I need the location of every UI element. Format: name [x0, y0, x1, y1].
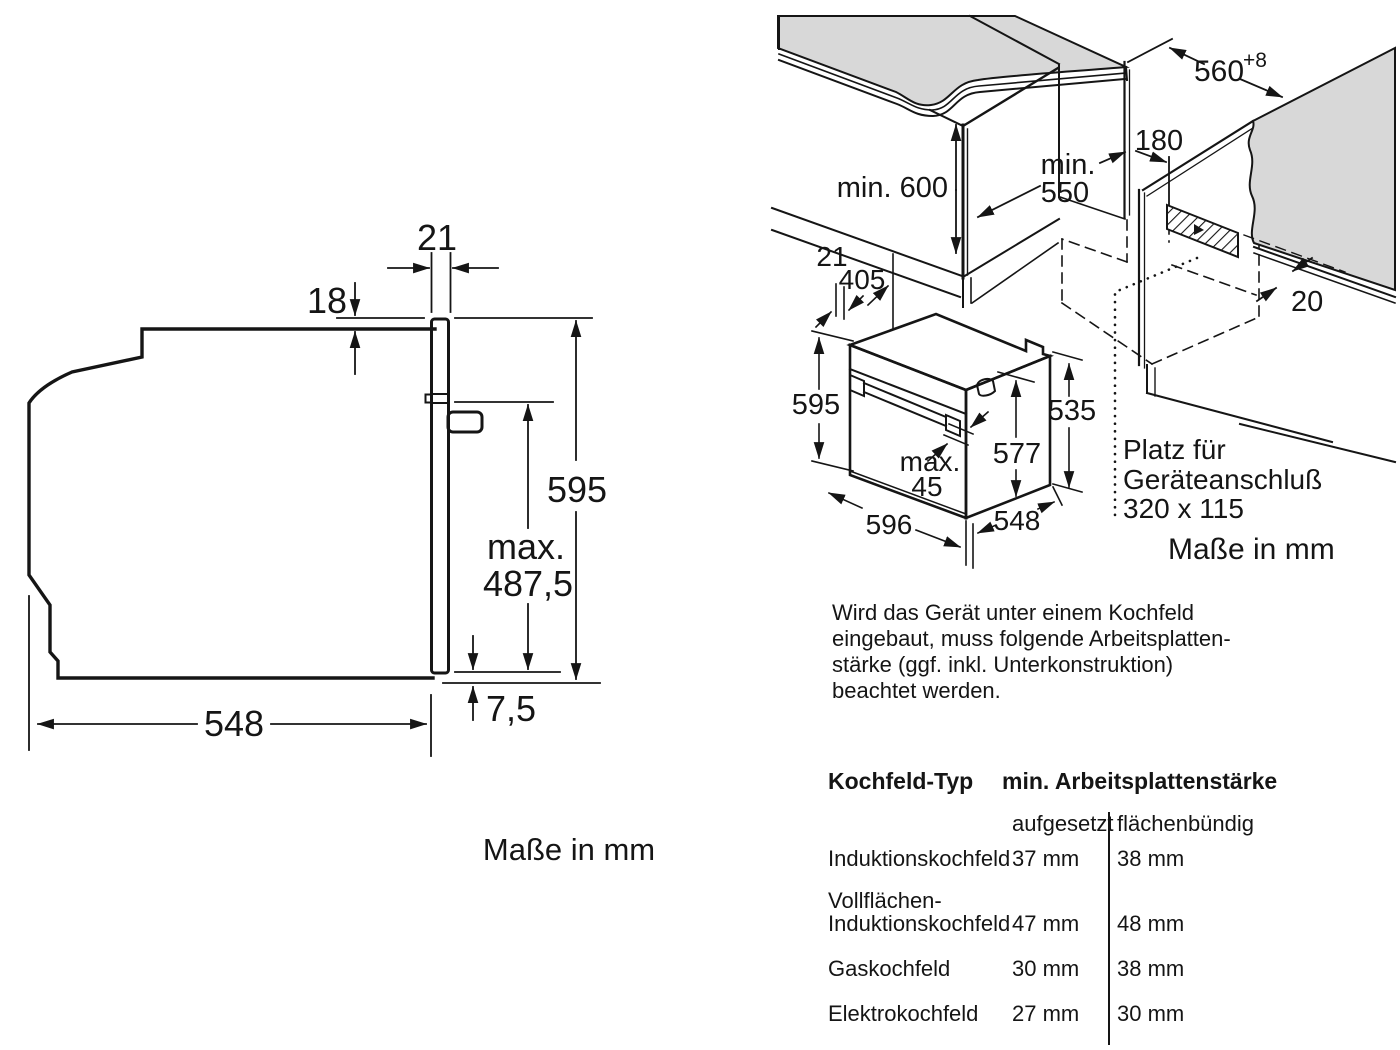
dim-max-label: max. [487, 526, 565, 567]
table-row-name: Vollflächen- [828, 888, 942, 913]
oven-handle [849, 373, 961, 438]
table-subheader-aufgesetzt: aufgesetzt [1012, 811, 1114, 836]
dim-oven-595-label: 595 [792, 389, 840, 421]
dim-max45-label1: max. [900, 446, 961, 477]
table-row-name: Induktionskochfeld [828, 846, 1011, 871]
worktop-note-line: beachtet werden. [832, 678, 1001, 703]
dim-oven-21-405 [814, 253, 894, 329]
table-row-value: 27 mm [1012, 1001, 1080, 1026]
dim-548-label: 548 [204, 703, 264, 744]
dim-min550-label1: min. [1041, 149, 1096, 181]
dim-560 [1126, 37, 1284, 99]
dim-oven-577-label: 577 [993, 438, 1041, 470]
niche-hidden-edges [1060, 171, 1261, 366]
table-subheader-flaechenbuendig: flächenbündig [1117, 811, 1255, 836]
table-row-name: Gaskochfeld [828, 956, 951, 981]
dim-oven-596-label: 596 [866, 509, 913, 540]
dim-oven-548 [976, 485, 1064, 535]
connection-field-hatched [1166, 203, 1239, 259]
connection-dotted-leader [1113, 256, 1199, 519]
table-row-value: 38 mm [1117, 846, 1185, 871]
dim-548 [28, 595, 432, 757]
dim-487-5-label: 487,5 [483, 563, 573, 604]
dim-max45-label2: 45 [911, 471, 942, 502]
side-view-caption: Maße in mm [483, 832, 655, 867]
left-worktop-surface [777, 15, 1130, 107]
table-row-value: 38 mm [1117, 956, 1185, 981]
worktop-note: Wird das Gerät unter einem Kochfeld eing… [832, 600, 1231, 704]
worktop-note-line: eingebaut, muss folgende Arbeitsplatten- [832, 626, 1231, 651]
left-cabinet [928, 64, 1127, 308]
dim-oven-21-label: 21 [816, 241, 847, 272]
table-row-value: 48 mm [1117, 911, 1185, 936]
table-row-name: Elektrokochfeld [828, 1001, 979, 1026]
dim-oven-535-label: 535 [1048, 395, 1096, 427]
dim-20-label: 20 [1291, 286, 1323, 318]
dim-7-5 [442, 635, 601, 721]
dim-oven-596 [827, 491, 974, 569]
dim-oven-535 [1052, 351, 1083, 493]
oven-side-view: 21 18 595 max. 487,5 7,5 [27, 217, 655, 867]
dim-18-label: 18 [307, 280, 347, 321]
control-knob [446, 410, 484, 434]
niche-structure [1123, 60, 1397, 464]
side-grip-cutout [975, 377, 997, 397]
table-row-value: 47 mm [1012, 911, 1080, 936]
dim-max45 [926, 410, 990, 463]
dim-180 [1098, 149, 1170, 206]
dim-min550-arrow [976, 184, 1042, 219]
dim-min550-label2: 550 [1041, 177, 1089, 209]
installation-isometric: min. 600 min. 550 180 560 +8 20 [770, 14, 1397, 569]
dim-7-5-label: 7,5 [486, 688, 536, 729]
connection-note-line1: Platz für [1123, 434, 1226, 465]
dim-oven-548-label: 548 [994, 505, 1041, 536]
dim-20 [1255, 256, 1314, 303]
dim-595-label: 595 [547, 469, 607, 510]
dim-487-5 [454, 401, 554, 671]
connection-note-line2: Geräteanschluß [1123, 464, 1322, 495]
connection-note-line3: 320 x 115 [1123, 493, 1244, 524]
oven-door [430, 317, 450, 675]
table-column-divider [1108, 812, 1110, 1045]
worktop-note-line: stärke (ggf. inkl. Unterkonstruktion) [832, 652, 1174, 677]
table-row-value: 30 mm [1117, 1001, 1185, 1026]
dim-18 [336, 282, 593, 375]
table-row-name: Induktionskochfeld [828, 911, 1011, 936]
door-hinge-tab [424, 393, 433, 404]
dim-560-label: 560 [1194, 55, 1244, 88]
table-row-value: 30 mm [1012, 956, 1080, 981]
right-worktop-surface [1247, 46, 1396, 292]
dim-21 [387, 252, 499, 313]
dim-oven-405-label: 405 [839, 264, 886, 295]
worktop-note-line: Wird das Gerät unter einem Kochfeld [832, 600, 1194, 625]
table-col1-header: Kochfeld-Typ [828, 768, 974, 794]
dim-21-label: 21 [417, 217, 457, 258]
connection-field-marker [1194, 224, 1204, 235]
oven-isometric [846, 312, 1054, 520]
table-row-value: 37 mm [1012, 846, 1080, 871]
dim-180-label: 180 [1135, 125, 1183, 157]
dim-min600-label: min. 600 [837, 172, 948, 204]
dim-oven-595 [811, 330, 854, 472]
oven-side-face [964, 354, 1052, 520]
dim-oven-577 [997, 371, 1035, 498]
installation-caption: Maße in mm [1168, 533, 1335, 566]
table-col2-header: min. Arbeitsplattenstärke [1002, 768, 1278, 794]
oven-body-outline [27, 327, 437, 680]
dim-560-tolerance: +8 [1243, 49, 1267, 72]
